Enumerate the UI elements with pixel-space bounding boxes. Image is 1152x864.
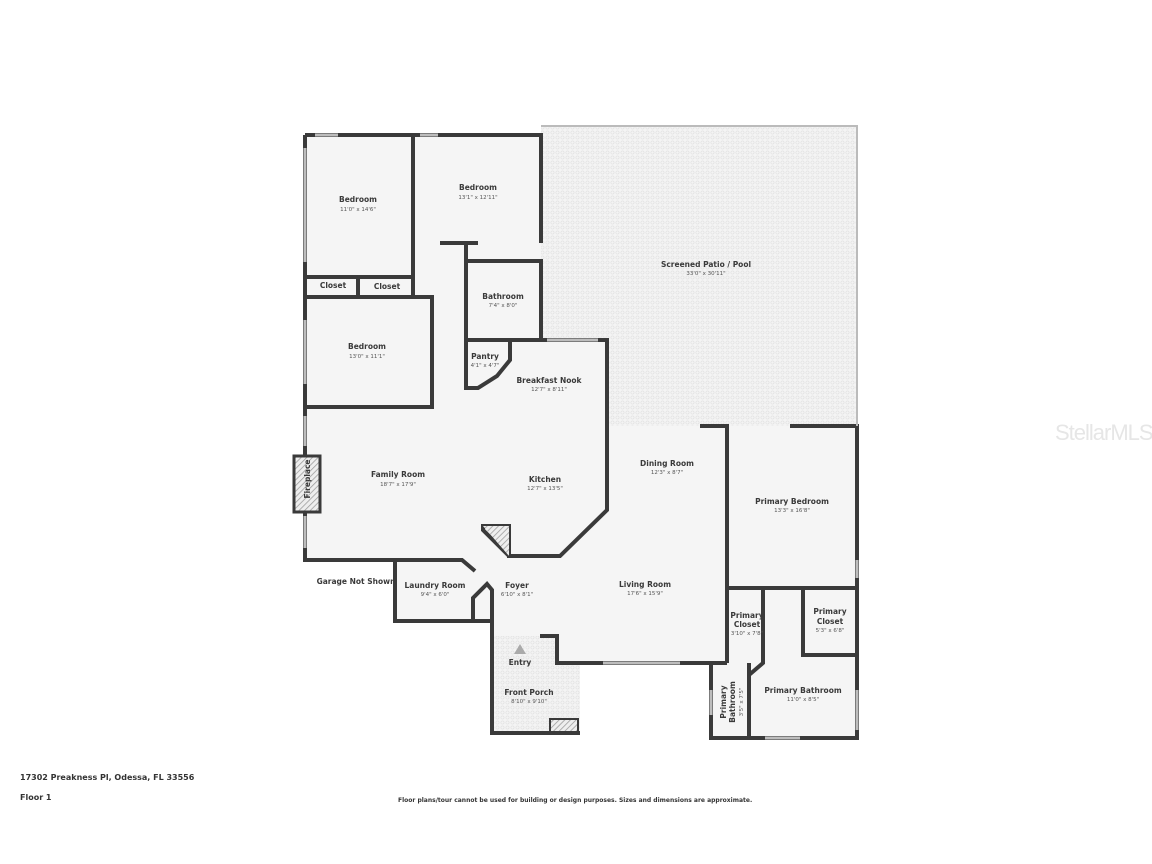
- address: 17302 Preakness Pl, Odessa, FL 33556: [20, 773, 195, 782]
- watermark: StellarMLS: [1055, 420, 1152, 445]
- windows: [303, 133, 859, 740]
- room-bedroom-1: Bedroom 11'0" x 14'6": [339, 195, 377, 213]
- room-closet-1: Closet: [320, 281, 347, 290]
- svg-text:Foyer: Foyer: [505, 581, 529, 590]
- svg-text:13'1" x 12'11": 13'1" x 12'11": [458, 195, 497, 201]
- room-entry: Entry: [509, 658, 532, 667]
- room-family-room: Family Room 18'7" x 17'9": [371, 470, 425, 488]
- svg-text:Bedroom: Bedroom: [459, 183, 497, 192]
- svg-text:5'3" x 6'8": 5'3" x 6'8": [816, 628, 845, 634]
- svg-text:18'7" x 17'9": 18'7" x 17'9": [380, 482, 416, 488]
- walls: [292, 125, 859, 740]
- svg-text:Dining Room: Dining Room: [640, 459, 694, 468]
- garage-note: Garage Not Shown: [317, 577, 396, 586]
- room-pantry: Pantry 4'1" x 4'7": [471, 352, 500, 369]
- fireplace-shape: [292, 454, 322, 514]
- svg-text:Fireplace: Fireplace: [303, 459, 312, 498]
- svg-text:Bedroom: Bedroom: [348, 342, 386, 351]
- svg-text:Closet: Closet: [817, 617, 844, 626]
- svg-text:17'6" x 15'9": 17'6" x 15'9": [627, 591, 663, 597]
- svg-text:9'4" x 6'0": 9'4" x 6'0": [421, 592, 450, 598]
- svg-text:13'0" x 11'1": 13'0" x 11'1": [349, 354, 385, 360]
- room-bathroom: Bathroom 7'4" x 8'0": [482, 292, 524, 309]
- svg-text:13'3" x 16'8": 13'3" x 16'8": [774, 508, 810, 514]
- entry-arrow-icon: [514, 644, 526, 654]
- svg-text:Primary Bathroom: Primary Bathroom: [764, 686, 842, 695]
- svg-text:11'0" x 8'5": 11'0" x 8'5": [787, 697, 819, 703]
- room-primary-bathroom: Primary Bathroom 11'0" x 8'5": [764, 686, 842, 703]
- room-foyer: Foyer 6'10" x 8'1": [501, 581, 533, 598]
- room-closet-2: Closet: [374, 282, 401, 291]
- room-fireplace: Fireplace: [303, 459, 312, 498]
- svg-text:Primary: Primary: [719, 685, 728, 718]
- svg-text:Laundry Room: Laundry Room: [405, 581, 466, 590]
- svg-text:Screened Patio / Pool: Screened Patio / Pool: [661, 260, 751, 269]
- svg-text:Kitchen: Kitchen: [529, 475, 561, 484]
- svg-text:12'7" x 13'5": 12'7" x 13'5": [527, 486, 563, 492]
- room-screened-patio: Screened Patio / Pool 33'0" x 30'11": [661, 260, 751, 277]
- svg-text:12'3" x 8'7": 12'3" x 8'7": [651, 470, 683, 476]
- svg-text:12'7" x 8'11": 12'7" x 8'11": [531, 387, 567, 393]
- svg-text:Bathroom: Bathroom: [728, 681, 737, 723]
- room-primary-bedroom: Primary Bedroom 13'3" x 16'8": [755, 497, 829, 514]
- room-dining-room: Dining Room 12'3" x 8'7": [640, 459, 694, 476]
- room-bedroom-2: Bedroom 13'1" x 12'11": [458, 183, 497, 201]
- svg-text:Closet: Closet: [374, 282, 401, 291]
- floor-fills: [305, 126, 857, 738]
- svg-text:4'1" x 4'7": 4'1" x 4'7": [471, 363, 500, 369]
- svg-text:Bathroom: Bathroom: [482, 292, 524, 301]
- svg-text:Front Porch: Front Porch: [504, 688, 553, 697]
- svg-text:Closet: Closet: [320, 281, 347, 290]
- svg-text:Primary: Primary: [813, 607, 846, 616]
- svg-text:Living Room: Living Room: [619, 580, 671, 589]
- svg-text:Primary Bedroom: Primary Bedroom: [755, 497, 829, 506]
- room-bedroom-3: Bedroom 13'0" x 11'1": [348, 342, 386, 360]
- svg-text:Pantry: Pantry: [471, 352, 499, 361]
- svg-text:8'10" x 9'10": 8'10" x 9'10": [511, 699, 547, 705]
- svg-text:Primary: Primary: [730, 611, 763, 620]
- svg-text:6'10" x 8'1": 6'10" x 8'1": [501, 592, 533, 598]
- porch-column: [549, 718, 579, 733]
- room-laundry: Laundry Room 9'4" x 6'0": [405, 581, 466, 598]
- svg-text:Family Room: Family Room: [371, 470, 425, 479]
- svg-text:7'4" x 8'0": 7'4" x 8'0": [489, 303, 518, 309]
- svg-text:Bedroom: Bedroom: [339, 195, 377, 204]
- svg-text:Breakfast Nook: Breakfast Nook: [516, 376, 582, 385]
- svg-text:33'0" x 30'11": 33'0" x 30'11": [686, 271, 725, 277]
- room-living-room: Living Room 17'6" x 15'9": [619, 580, 671, 597]
- disclaimer: Floor plans/tour cannot be used for buil…: [398, 797, 753, 804]
- svg-text:11'0" x 14'6": 11'0" x 14'6": [340, 207, 376, 213]
- room-front-porch: Front Porch 8'10" x 9'10": [504, 688, 553, 705]
- patio-screen: [541, 125, 858, 426]
- kitchen-island: [483, 526, 509, 556]
- svg-text:3'10" x 7'8": 3'10" x 7'8": [731, 631, 763, 637]
- svg-text:Closet: Closet: [734, 620, 761, 629]
- floor-label: Floor 1: [20, 793, 52, 802]
- room-kitchen: Kitchen 12'7" x 13'5": [527, 475, 563, 492]
- room-breakfast-nook: Breakfast Nook 12'7" x 8'11": [516, 376, 582, 393]
- svg-text:Entry: Entry: [509, 658, 532, 667]
- svg-text:3'5" x 7'5": 3'5" x 7'5": [739, 688, 745, 717]
